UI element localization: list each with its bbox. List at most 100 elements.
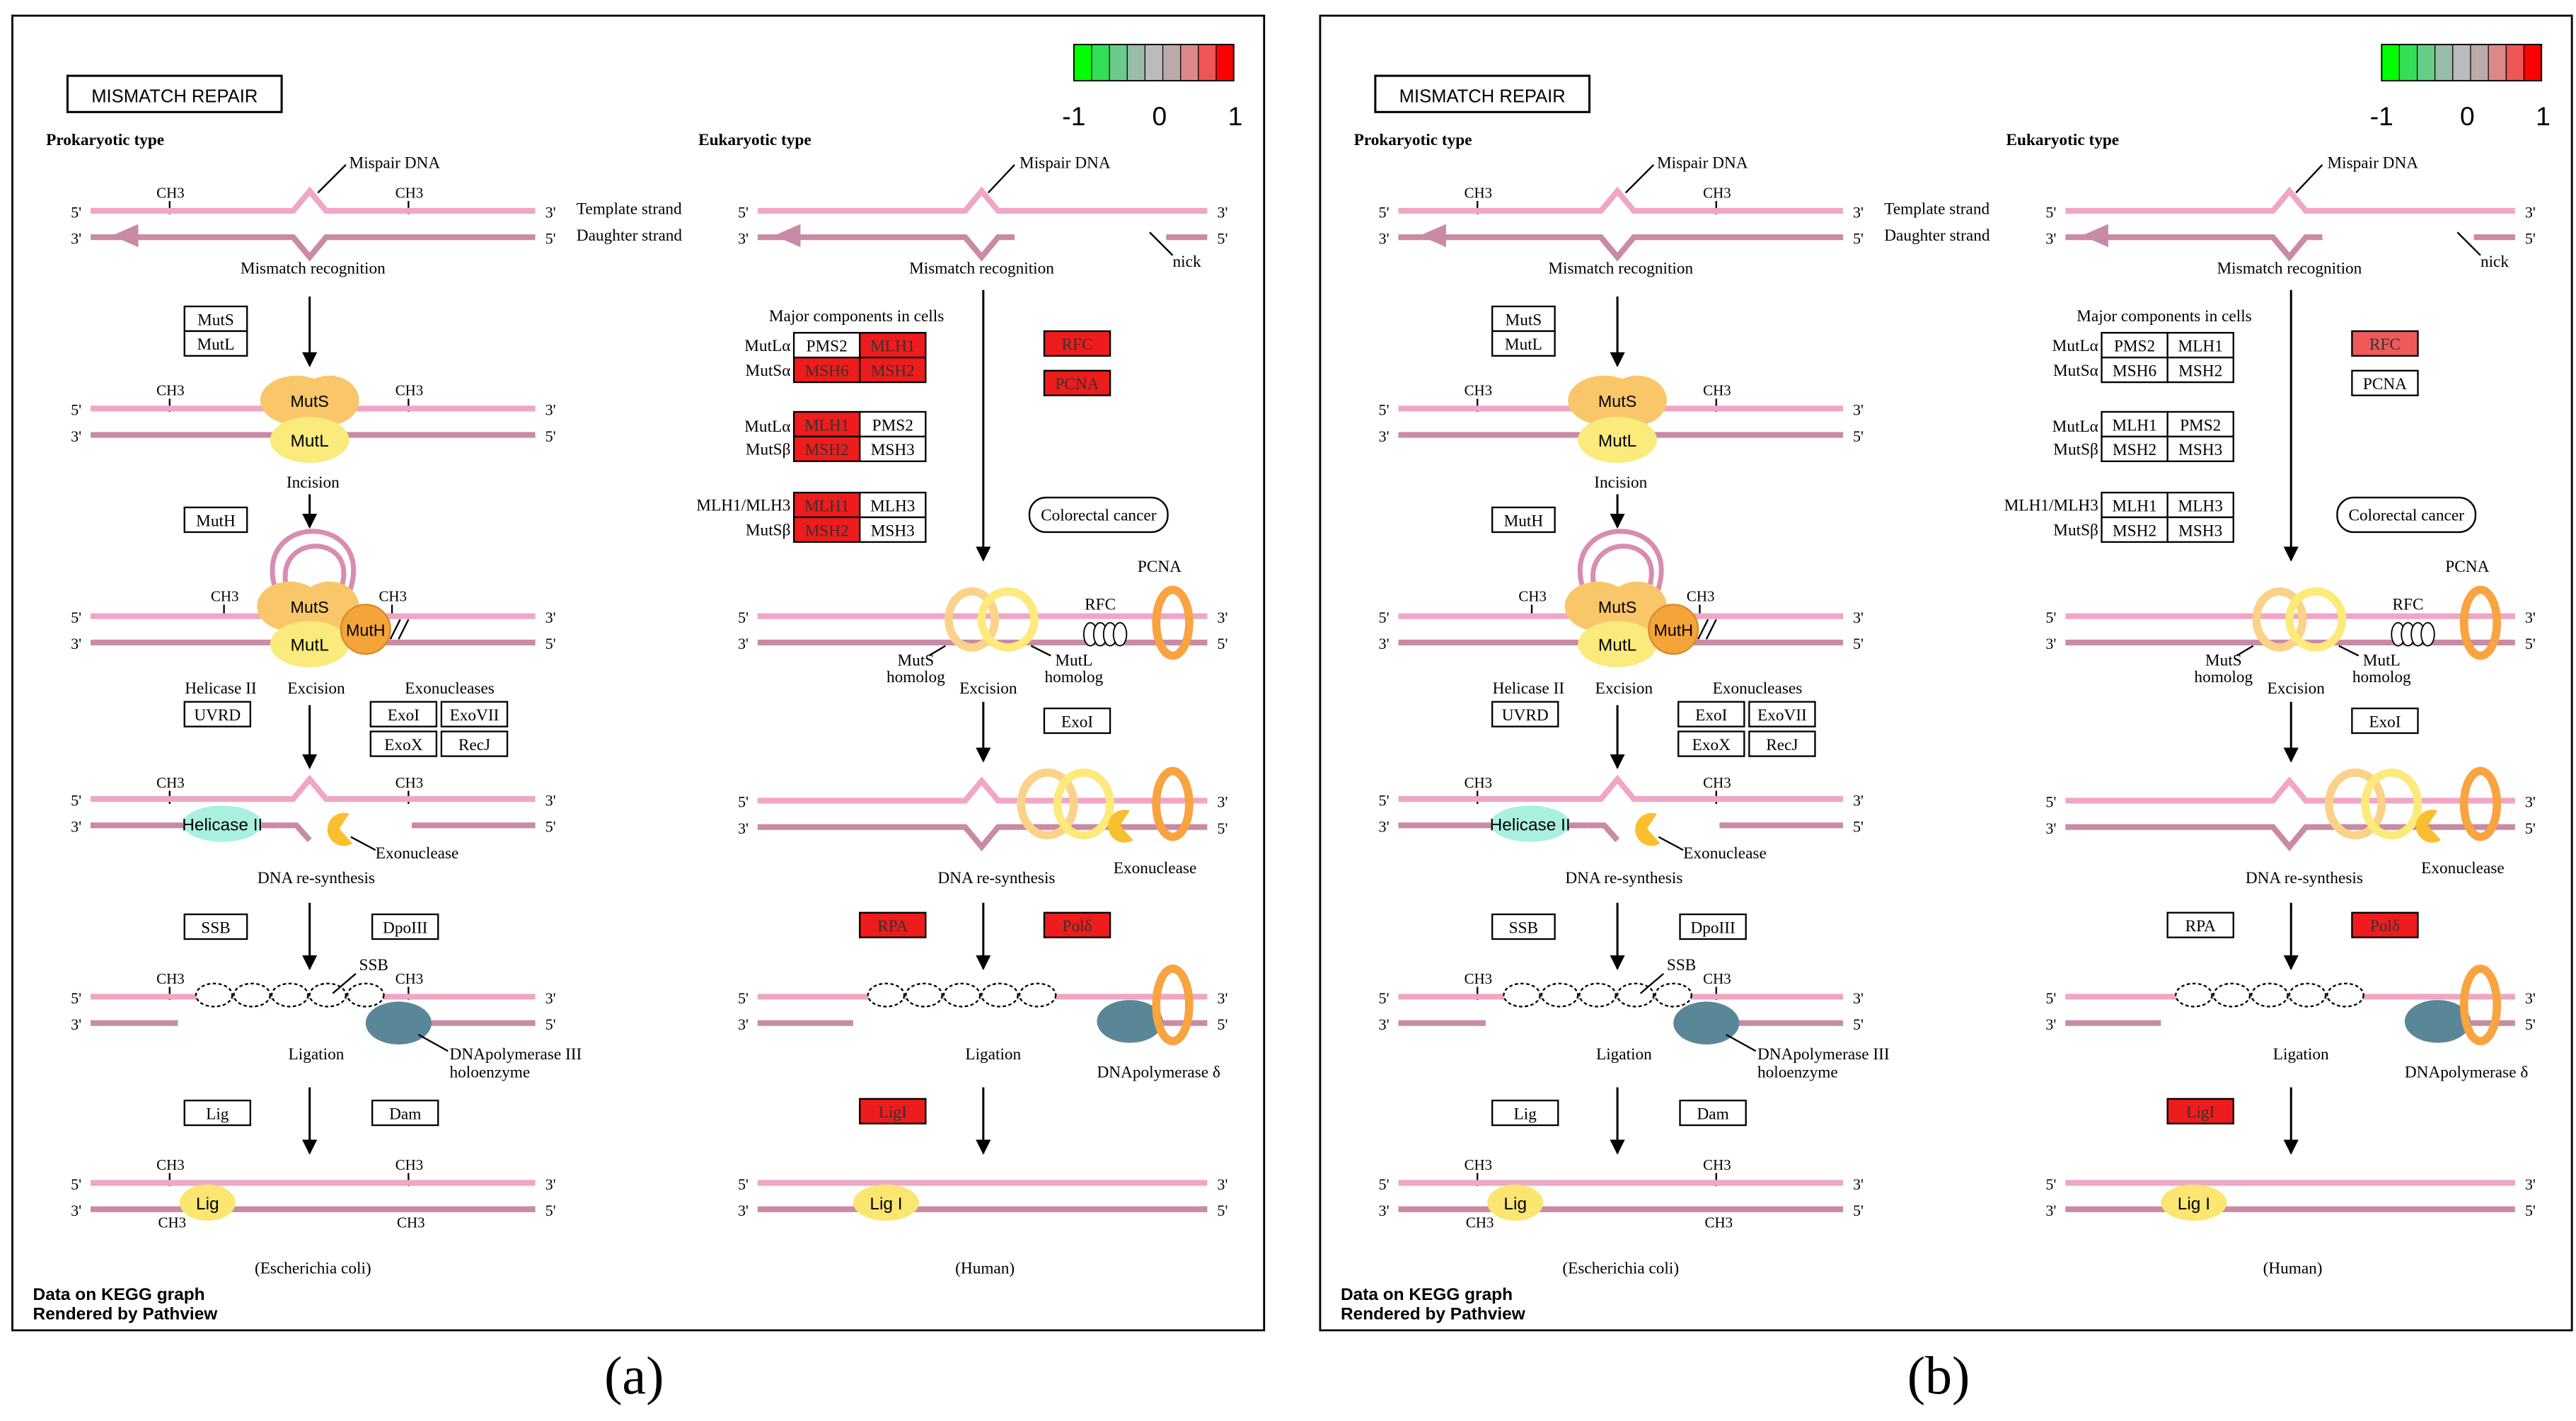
gene-mlh3-label: MLH3 bbox=[870, 497, 915, 515]
step-label: Mismatch recognition bbox=[1548, 259, 1693, 277]
ch3-label: CH3 bbox=[156, 382, 185, 399]
mutl-homolog-label: MutL bbox=[2363, 652, 2401, 670]
footer-line: Rendered by Pathview bbox=[33, 1305, 219, 1324]
strand-end-label: 3' bbox=[1853, 203, 1864, 221]
dna-template-strand bbox=[1398, 774, 1844, 802]
strand-end-label: 5' bbox=[1853, 1016, 1864, 1033]
pcna-ring bbox=[2459, 965, 2502, 1046]
gene-rfc-box bbox=[2351, 330, 2419, 357]
strand-end-label: 5' bbox=[738, 609, 749, 626]
strand-end-label: 5' bbox=[1217, 1202, 1228, 1219]
strand-end-label: 3' bbox=[1379, 635, 1390, 652]
color-key-tick: 0 bbox=[1153, 101, 1167, 131]
strand-end-label: 5' bbox=[1853, 230, 1864, 248]
dna-daughter-strand bbox=[2065, 234, 2323, 262]
gene-ligi-label: LigI bbox=[2186, 1103, 2214, 1122]
gene-dpoiii-box bbox=[371, 913, 439, 940]
color-key-cell bbox=[1073, 44, 1092, 81]
homolog-label: homolog bbox=[1044, 668, 1103, 686]
lig-shape-text: Lig bbox=[1503, 1195, 1527, 1214]
strand-end-label: 3' bbox=[1853, 791, 1864, 809]
dna-daughter-strand bbox=[279, 822, 312, 842]
strand-end-label: 3' bbox=[71, 427, 81, 445]
gene-msh3-box bbox=[859, 516, 927, 543]
color-key-cell bbox=[1109, 44, 1128, 81]
gene-pms2-label: PMS2 bbox=[2114, 338, 2155, 356]
gene-rpa-box bbox=[2166, 911, 2234, 938]
ch3-label: CH3 bbox=[395, 970, 424, 987]
rpa-bead bbox=[2212, 982, 2251, 1008]
gene-msh3-box bbox=[859, 435, 927, 463]
color-key-tick: 1 bbox=[1228, 101, 1243, 131]
strand-end-label: 3' bbox=[738, 1016, 749, 1033]
gene-pold-box bbox=[2351, 911, 2419, 938]
strand-end-label: 3' bbox=[1379, 1202, 1390, 1219]
rfc-subunit bbox=[2420, 622, 2435, 647]
muts-homolog-ring bbox=[945, 587, 999, 652]
color-key-cell bbox=[1091, 44, 1110, 81]
strand-end-label: 3' bbox=[2045, 1016, 2056, 1033]
gene-lig-label: Lig bbox=[1514, 1105, 1537, 1123]
gene-ligi-box bbox=[859, 1098, 927, 1124]
ligi-shape-text: Lig I bbox=[2178, 1195, 2210, 1214]
gene-exoi-label: ExoI bbox=[388, 706, 420, 725]
color-key-tick: 1 bbox=[2536, 101, 2551, 131]
ch3-label: CH3 bbox=[1518, 588, 1547, 605]
gene-dam-box bbox=[1679, 1099, 1747, 1127]
gene-mlh1-label: MLH1 bbox=[870, 338, 915, 356]
gene-recj-label: RecJ bbox=[458, 736, 490, 754]
mutl-shape bbox=[270, 416, 350, 464]
strand-end-label: 5' bbox=[1217, 819, 1228, 837]
pointer-line bbox=[1658, 836, 1684, 851]
prokaryotic-heading: Prokaryotic type bbox=[46, 131, 164, 149]
pointer-line bbox=[2338, 645, 2360, 657]
ch3-label: CH3 bbox=[1465, 184, 1493, 201]
pointer-line bbox=[332, 972, 357, 994]
strand-end-label: 5' bbox=[2045, 609, 2056, 626]
rpa-bead bbox=[1018, 982, 1057, 1008]
dnapol-label: DNApolymerase δ bbox=[1097, 1064, 1220, 1082]
ssb-bead bbox=[1503, 982, 1541, 1008]
strand-end-label: 3' bbox=[545, 791, 556, 809]
ssb-bead bbox=[347, 982, 385, 1008]
footer-line: Data on KEGG graph bbox=[1341, 1285, 1513, 1304]
ch3-label: CH3 bbox=[395, 1156, 424, 1173]
step-label: Mismatch recognition bbox=[2217, 259, 2362, 277]
pcna-ring bbox=[2459, 585, 2502, 660]
strand-end-label: 3' bbox=[2525, 793, 2536, 811]
ch3-label: CH3 bbox=[1703, 382, 1731, 399]
dnapol-shape bbox=[1673, 1001, 1740, 1045]
gene-mutl-box bbox=[183, 330, 248, 357]
strand-end-label: 3' bbox=[1217, 609, 1228, 626]
mutl-homolog-ring bbox=[1053, 769, 1114, 840]
gene-uvrd-label: UVRD bbox=[194, 706, 241, 725]
strand-end-label: 5' bbox=[1217, 230, 1228, 248]
strand-end-label: 5' bbox=[1853, 635, 1864, 652]
rfc-label: RFC bbox=[1085, 595, 1116, 614]
gene-pms2-box bbox=[2166, 410, 2234, 438]
dna-daughter-strand bbox=[1588, 822, 1620, 842]
gene-uvrd-box bbox=[183, 701, 252, 727]
cut-mark bbox=[389, 619, 401, 640]
step-label: Excision bbox=[2268, 679, 2326, 698]
complex-label: MLH1/MLH3 bbox=[696, 497, 790, 515]
ch3-label: CH3 bbox=[1687, 588, 1715, 605]
exonuclease-shape bbox=[2415, 810, 2442, 843]
ch3-label: CH3 bbox=[379, 588, 407, 605]
color-key-border bbox=[1073, 43, 1235, 82]
step-label: Mismatch recognition bbox=[909, 259, 1054, 277]
gene-recj-box bbox=[1748, 730, 1816, 757]
color-key-cell bbox=[2523, 44, 2543, 81]
step-label: DNA re-synthesis bbox=[937, 869, 1055, 887]
dna-daughter-strand bbox=[91, 234, 536, 262]
gene-pold-label: Polδ bbox=[1063, 917, 1092, 936]
pointer-line bbox=[417, 1033, 449, 1052]
rpa-bead bbox=[981, 982, 1019, 1008]
ch3-label: CH3 bbox=[395, 184, 424, 201]
lig-shape bbox=[179, 1184, 236, 1221]
dna-template-strand bbox=[757, 186, 1208, 214]
gene-exoi-box bbox=[2351, 707, 2419, 735]
gene-pms2-box bbox=[859, 410, 927, 438]
